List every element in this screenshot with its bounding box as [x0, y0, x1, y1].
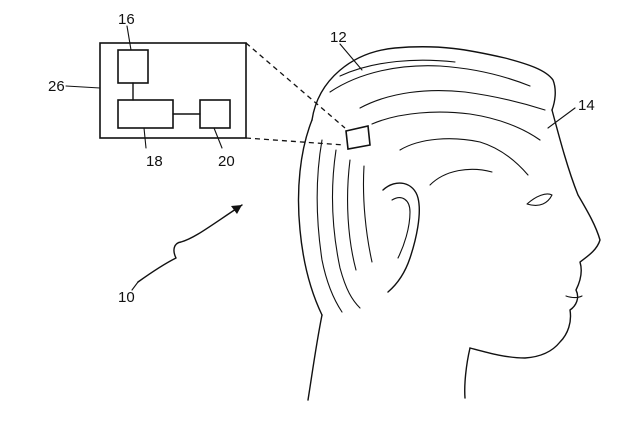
leader-18 [143, 127, 147, 149]
signal-arrow-shaft [137, 204, 243, 283]
hair-strand [429, 168, 493, 186]
face-profile [469, 109, 601, 359]
hair-strand [316, 139, 343, 313]
ear-outline [382, 182, 420, 293]
ear-inner [391, 197, 411, 259]
label-14: 14 [578, 97, 595, 114]
hair-strand [359, 90, 546, 111]
neck-front [464, 347, 471, 399]
inset-housing [99, 42, 247, 139]
block-18 [117, 99, 174, 129]
block-16 [117, 49, 149, 84]
projection-line-bottom [245, 137, 345, 146]
leader-10 [131, 281, 139, 291]
hair-strand [362, 165, 373, 263]
label-10: 10 [118, 289, 135, 306]
head-outline [297, 46, 601, 401]
leader-20 [213, 127, 223, 149]
label-20: 20 [218, 153, 235, 170]
hair-strand [399, 138, 529, 176]
device-12 [345, 125, 371, 150]
hair-top [311, 46, 556, 121]
neck-back [307, 314, 323, 401]
hair-strand [329, 65, 531, 93]
mouth-line [565, 295, 583, 299]
leader-14 [547, 107, 576, 129]
hair-strand [339, 59, 456, 77]
label-12: 12 [330, 29, 347, 46]
projection-line-top [245, 42, 346, 129]
label-18: 18 [146, 153, 163, 170]
block-20 [199, 99, 231, 129]
label-16: 16 [118, 11, 135, 28]
leader-12 [339, 43, 363, 71]
hair-strand [347, 159, 357, 271]
leader-26 [65, 85, 101, 89]
arrow-head [231, 205, 242, 214]
hair-back-outer [297, 119, 323, 316]
eye-outline [526, 193, 553, 206]
hair-strand [331, 149, 361, 309]
hair-strand [371, 111, 541, 141]
leader-16 [126, 25, 132, 51]
label-26: 26 [48, 78, 65, 95]
